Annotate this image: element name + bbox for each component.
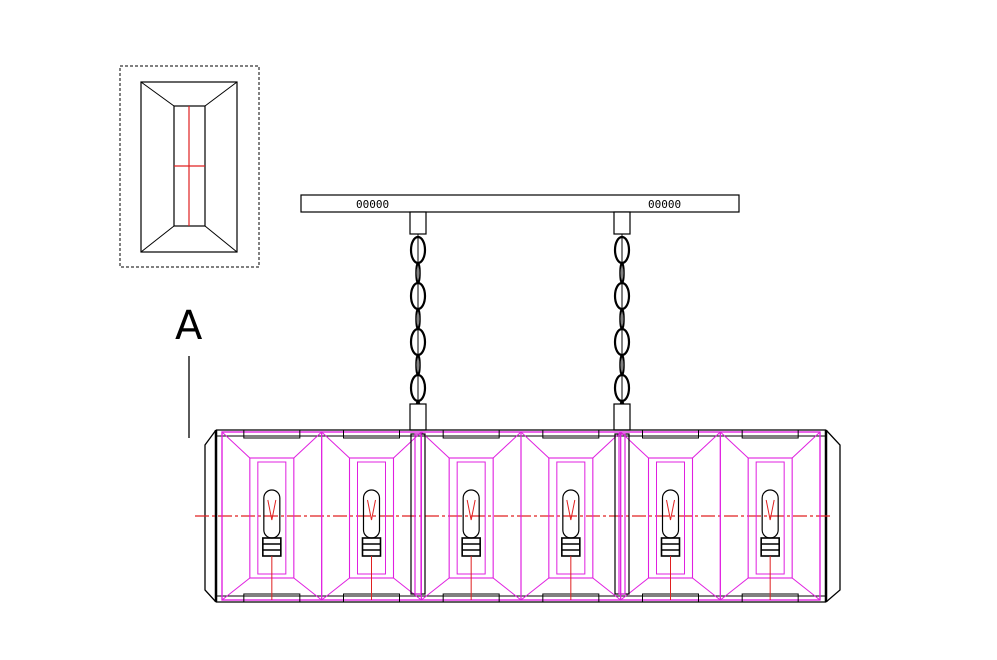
bulb-socket: [262, 537, 282, 557]
bulb-socket: [461, 537, 481, 557]
fixture-body: [195, 429, 841, 603]
housing-right-end: [825, 429, 841, 603]
detail-a-inset: [119, 65, 260, 268]
bulb-filament: [765, 499, 775, 521]
panel-bevel: [321, 577, 350, 601]
panel-top-cap: [741, 429, 799, 439]
chains: [409, 211, 631, 431]
panel-bevel: [520, 431, 550, 459]
panel-bevel: [393, 431, 422, 459]
panel-bevel: [520, 577, 550, 601]
panel-top-cap: [343, 429, 400, 439]
detail-bevel-tr: [204, 81, 238, 107]
detail-bevel-tl: [140, 81, 175, 107]
down-rod-right: [614, 433, 630, 595]
panel-bevel: [420, 431, 450, 459]
chain-top-bracket: [409, 211, 427, 235]
bulb-glass: [761, 489, 779, 539]
panel-bevel: [393, 577, 422, 601]
housing-left-end: [204, 429, 217, 603]
chain: [409, 211, 427, 431]
detail-callout-label: A: [175, 303, 203, 349]
bulb-filament: [367, 499, 376, 521]
chain-top-bracket: [613, 211, 631, 235]
panel-bevel: [492, 431, 522, 459]
panel-top-cap: [642, 429, 699, 439]
panel-bevel: [592, 431, 622, 459]
bulb-filament: [267, 499, 277, 521]
panel-bevel: [221, 431, 251, 459]
down-rod-left: [410, 433, 426, 595]
bulb-socket: [361, 537, 382, 557]
detail-bevel-br: [204, 225, 238, 253]
bulb-socket: [660, 537, 681, 557]
down-rod-right-core: [618, 433, 626, 595]
chain-bottom-bracket: [613, 403, 631, 431]
panel-top-cap: [243, 429, 301, 439]
bulb-filament: [466, 499, 476, 521]
bulb-socket: [760, 537, 780, 557]
bulb-glass: [562, 489, 580, 539]
chain: [613, 211, 631, 431]
panel-bevel: [720, 577, 749, 601]
bulb-filament: [566, 499, 576, 521]
panel-bevel: [692, 431, 721, 459]
detail-outer-frame: [140, 81, 238, 253]
bulb-glass: [661, 489, 680, 539]
panel-top-cap: [442, 429, 500, 439]
panel-bevel: [293, 577, 322, 601]
bulb-filament: [666, 499, 675, 521]
panel-bevel: [293, 431, 323, 459]
detail-bevel-bl: [140, 225, 175, 253]
canopy: 00000 00000: [300, 194, 740, 213]
canopy-bar: [300, 194, 740, 213]
panel-bevel: [592, 577, 621, 601]
bulb-glass: [263, 489, 281, 539]
panel-bevel: [492, 577, 522, 601]
panel-bevel: [719, 431, 749, 459]
panel-bevel: [791, 577, 821, 601]
down-rod-left-core: [414, 433, 422, 595]
bulb-glass: [462, 489, 480, 539]
panel-bevel: [321, 431, 350, 459]
panel-bevel: [421, 577, 450, 601]
panel-bevel: [791, 431, 821, 459]
bulb-socket: [561, 537, 581, 557]
panel-top-cap: [542, 429, 600, 439]
canopy-label-right: 00000: [648, 198, 681, 211]
bulb-glass: [362, 489, 381, 539]
panel-bevel: [221, 577, 251, 601]
panel: [719, 429, 821, 603]
panel-bevel: [692, 577, 721, 601]
chain-bottom-bracket: [409, 403, 427, 431]
panel-bevel: [620, 577, 649, 601]
canopy-label-left: 00000: [356, 198, 389, 211]
